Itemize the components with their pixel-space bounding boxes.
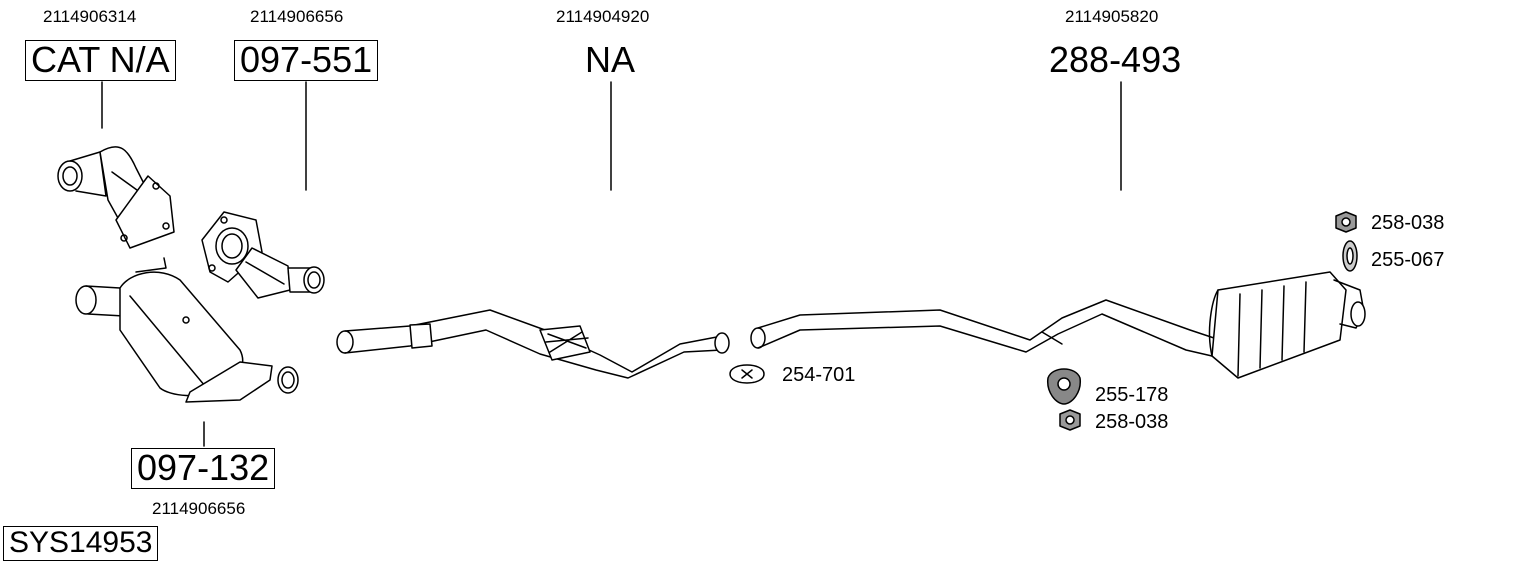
nut-icon-2 (1335, 211, 1357, 233)
accessory-code-nut-2: 258-038 (1371, 212, 1445, 234)
catalytic-converter-drawing (57, 146, 175, 249)
oe-number-cat: 2114906314 (43, 7, 137, 26)
accessory-code-clamp: 254-701 (782, 364, 856, 386)
rubber-ring-icon (1342, 240, 1358, 272)
nut-icon-1 (1059, 409, 1081, 431)
accessory-code-rubber-ring: 255-067 (1371, 249, 1445, 271)
oe-number-na: 2114904920 (556, 7, 650, 26)
accessory-code-rubber-mount: 255-178 (1095, 384, 1169, 406)
front-pipe-drawing (336, 309, 730, 379)
clamp-icon (729, 364, 765, 384)
oe-number-288-493: 2114905820 (1065, 7, 1159, 26)
oe-number-097-132: 2114906656 (152, 499, 246, 518)
part-code-288-493: 288-493 (1049, 39, 1182, 80)
particulate-filter-097-132-drawing (75, 257, 299, 403)
converter-097-551-drawing (201, 211, 325, 299)
part-code-cat: CAT N/A (25, 40, 176, 81)
part-code-097-551: 097-551 (234, 40, 379, 81)
accessory-code-nut-1: 258-038 (1095, 411, 1169, 433)
system-code: SYS14953 (3, 526, 159, 561)
rear-silencer-drawing (750, 271, 1366, 379)
part-code-na: NA (585, 39, 636, 80)
part-code-097-132: 097-132 (131, 448, 276, 489)
rubber-mount-icon (1047, 368, 1081, 405)
oe-number-097-551: 2114906656 (250, 7, 344, 26)
